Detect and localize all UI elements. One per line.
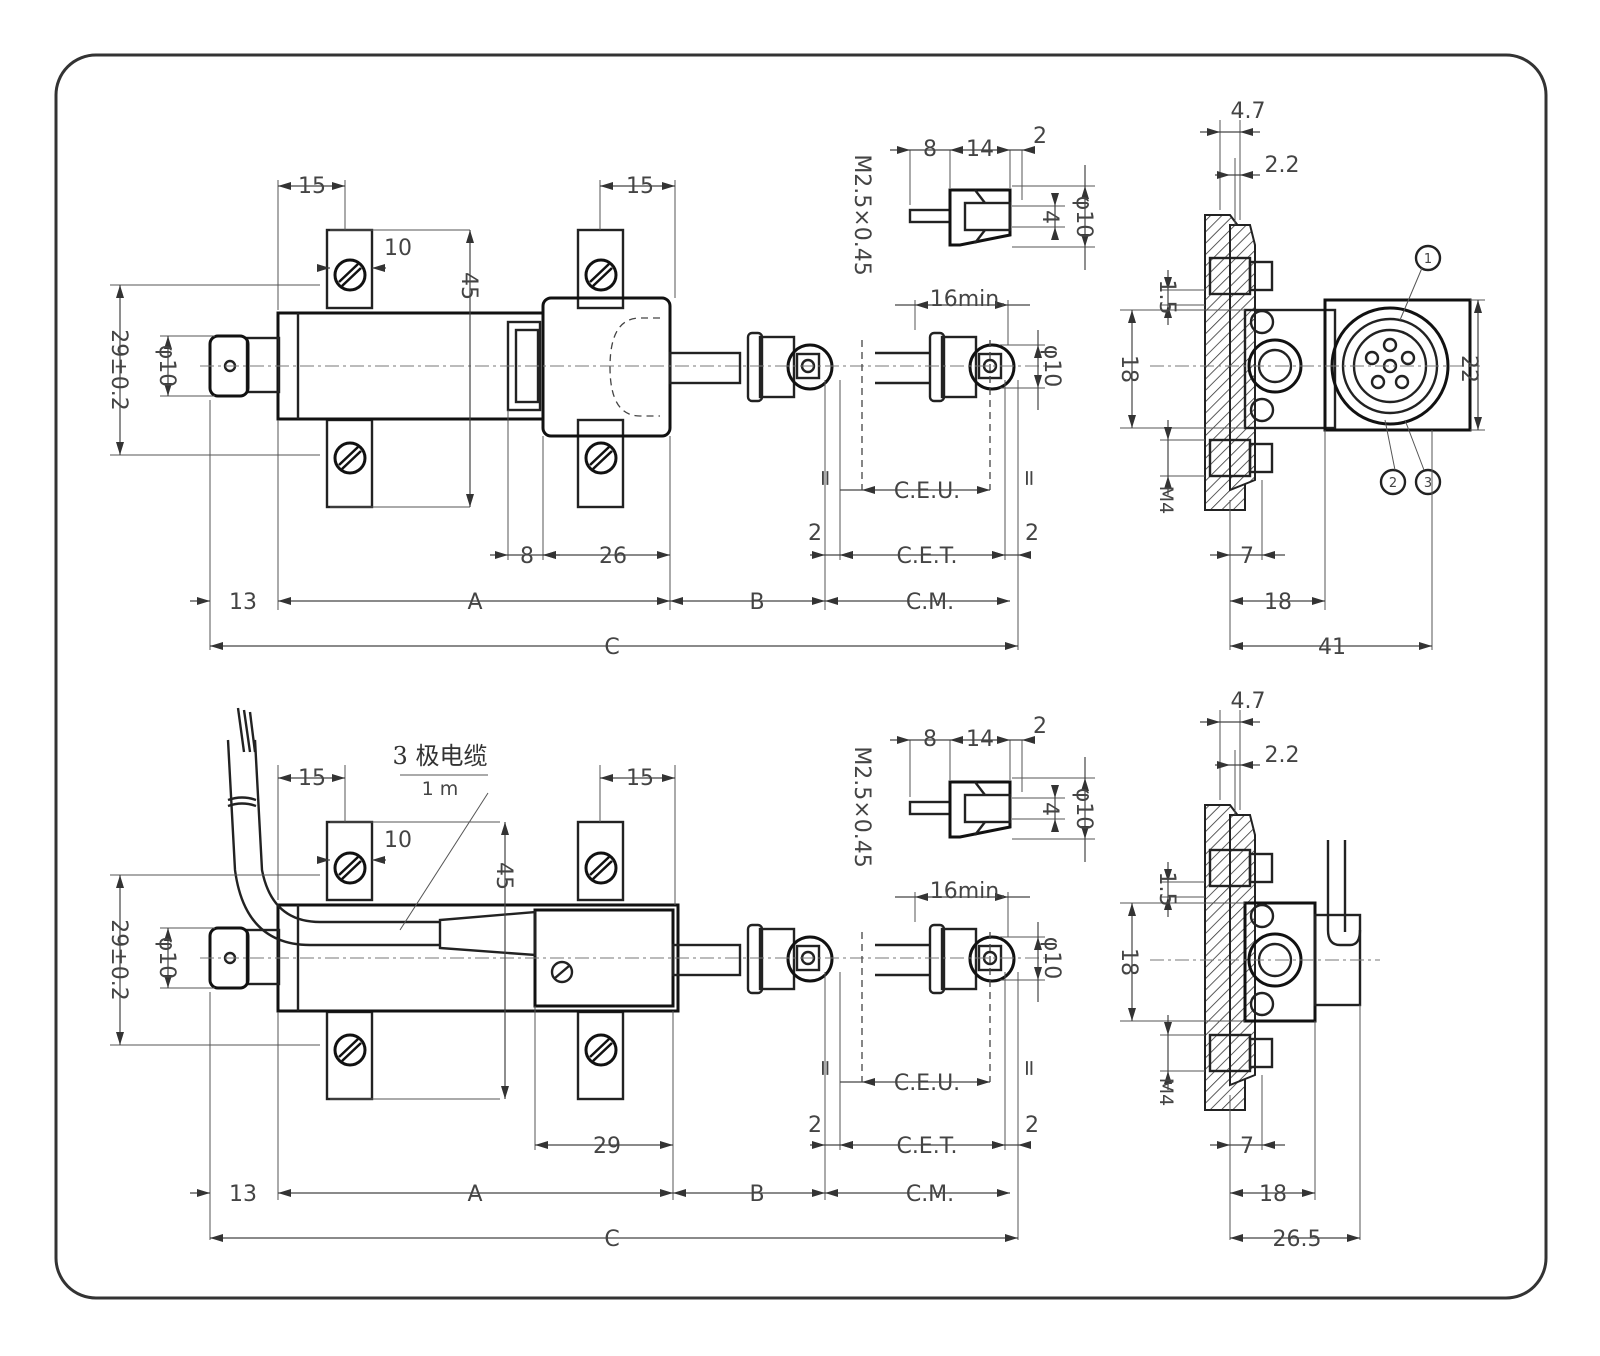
dim-label: 14	[966, 137, 994, 162]
pin-callout	[1414, 468, 1442, 496]
dim-label: 13	[229, 590, 257, 615]
pin-number: 1	[1424, 252, 1432, 267]
ball-joint	[968, 343, 1016, 391]
ball-joint	[786, 343, 834, 391]
dim-label: 41	[1318, 635, 1346, 660]
dim-label: 7	[1240, 1134, 1254, 1159]
cable	[226, 739, 440, 947]
pin-callout	[1414, 244, 1442, 272]
connector-head	[541, 296, 672, 438]
pin-number: 3	[1424, 476, 1432, 491]
dim-label: =	[812, 469, 837, 487]
pin-callout	[1379, 468, 1407, 496]
dim-label: φ10	[154, 937, 179, 980]
dim-label: 2	[808, 521, 822, 546]
dim-label: 26.5	[1273, 1227, 1322, 1252]
dim-label: 22	[1456, 355, 1481, 383]
screw-icon	[584, 441, 618, 475]
dim-label: φ10	[154, 345, 179, 388]
dim-label: 18	[1264, 590, 1292, 615]
dim-label: 15	[298, 174, 326, 199]
bottom-side-view: 4.7 2.2 1.5 18 M4 7 18 26.5	[1116, 689, 1380, 1252]
dim-label: 7	[1240, 544, 1254, 569]
dim-label: C.E.T.	[896, 1134, 957, 1159]
dim-label: 18	[1259, 1182, 1287, 1207]
dim-label: 26	[599, 544, 627, 569]
dim-label: 18	[1116, 948, 1141, 976]
dim-label: A	[467, 590, 482, 615]
screw-icon	[333, 441, 367, 475]
mount-clamp	[576, 418, 625, 509]
dim-label: 2	[808, 1113, 822, 1138]
dim-label: φ10	[1039, 345, 1064, 388]
bottom-ball-stud-detail: 8 14 2 M2.5×0.45 4 φ10	[849, 714, 1096, 868]
top-main-view: 15 15 10 45 29±0.2 φ10 8 26 13 A B C.M. …	[106, 174, 1064, 660]
dim-label: φ10	[1071, 788, 1096, 831]
dim-label: 8	[923, 137, 937, 162]
top-ball-stud-detail: 8 14 2 M2.5×0.45 4 φ10	[849, 124, 1096, 276]
dim-label: 1.5	[1154, 280, 1179, 315]
dim-label: 29±0.2	[106, 919, 131, 1000]
dim-label: M4	[1155, 486, 1177, 514]
dim-label: 2	[1025, 521, 1039, 546]
dim-label: 2	[1033, 124, 1047, 149]
dim-label: M2.5×0.45	[849, 154, 874, 275]
push-rod	[668, 351, 742, 385]
dim-label: 16min.	[930, 879, 1006, 904]
dim-label: 16min.	[930, 287, 1006, 312]
dim-label: 14	[966, 727, 994, 752]
dim-label: C.E.T.	[896, 544, 957, 569]
cable-length-label: 1 m	[422, 778, 459, 800]
pin-number: 2	[1389, 476, 1397, 491]
dim-label: 4	[1037, 210, 1062, 224]
dim-label: =	[1016, 469, 1041, 487]
dim-label: 45	[456, 272, 481, 300]
dim-label: C.E.U.	[894, 479, 960, 504]
dim-label: φ10	[1071, 196, 1096, 239]
dim-label: 2	[1025, 1113, 1039, 1138]
dim-label: A	[467, 1182, 482, 1207]
cable-label: 3 极电缆	[393, 742, 488, 770]
dim-label: 18	[1116, 355, 1141, 383]
screw-icon	[333, 258, 367, 292]
dim-label: 29	[593, 1134, 621, 1159]
dim-label: =	[1016, 1059, 1041, 1077]
dim-label: B	[749, 590, 764, 615]
dim-label: C	[604, 635, 619, 660]
dim-label: 4.7	[1231, 99, 1266, 124]
dim-label: 2.2	[1265, 153, 1300, 178]
drawing-border	[54, 53, 1548, 1300]
dim-label: 13	[229, 1182, 257, 1207]
dim-label: C.M.	[906, 1182, 954, 1207]
bottom-main-view: 3 极电缆 1 m	[106, 707, 1064, 1252]
dim-label: C.E.U.	[894, 1071, 960, 1096]
top-side-view: 1 2 3 4.7	[1116, 99, 1485, 660]
dim-label: =	[812, 1059, 837, 1077]
dim-label: 1.5	[1154, 872, 1179, 907]
dim-label: B	[749, 1182, 764, 1207]
dim-label: 8	[923, 727, 937, 752]
screw-icon	[584, 258, 618, 292]
dim-label: 29±0.2	[106, 329, 131, 410]
dim-label: 45	[491, 862, 516, 890]
dim-label: 15	[626, 174, 654, 199]
dim-label: C.M.	[906, 590, 954, 615]
dim-label: M4	[1155, 1078, 1177, 1106]
dim-label: 4	[1037, 802, 1062, 816]
dim-label: φ10	[1039, 937, 1064, 980]
dim-label: 2.2	[1265, 743, 1300, 768]
dim-label: C	[604, 1227, 619, 1252]
dim-label: 10	[384, 236, 412, 261]
dim-label: 15	[626, 766, 654, 791]
dim-label: 8	[520, 544, 534, 569]
dim-label: M2.5×0.45	[849, 746, 874, 867]
dim-label: 10	[384, 828, 412, 853]
dim-label: 2	[1033, 714, 1047, 739]
dim-label: 15	[298, 766, 326, 791]
dim-label: 4.7	[1231, 689, 1266, 714]
